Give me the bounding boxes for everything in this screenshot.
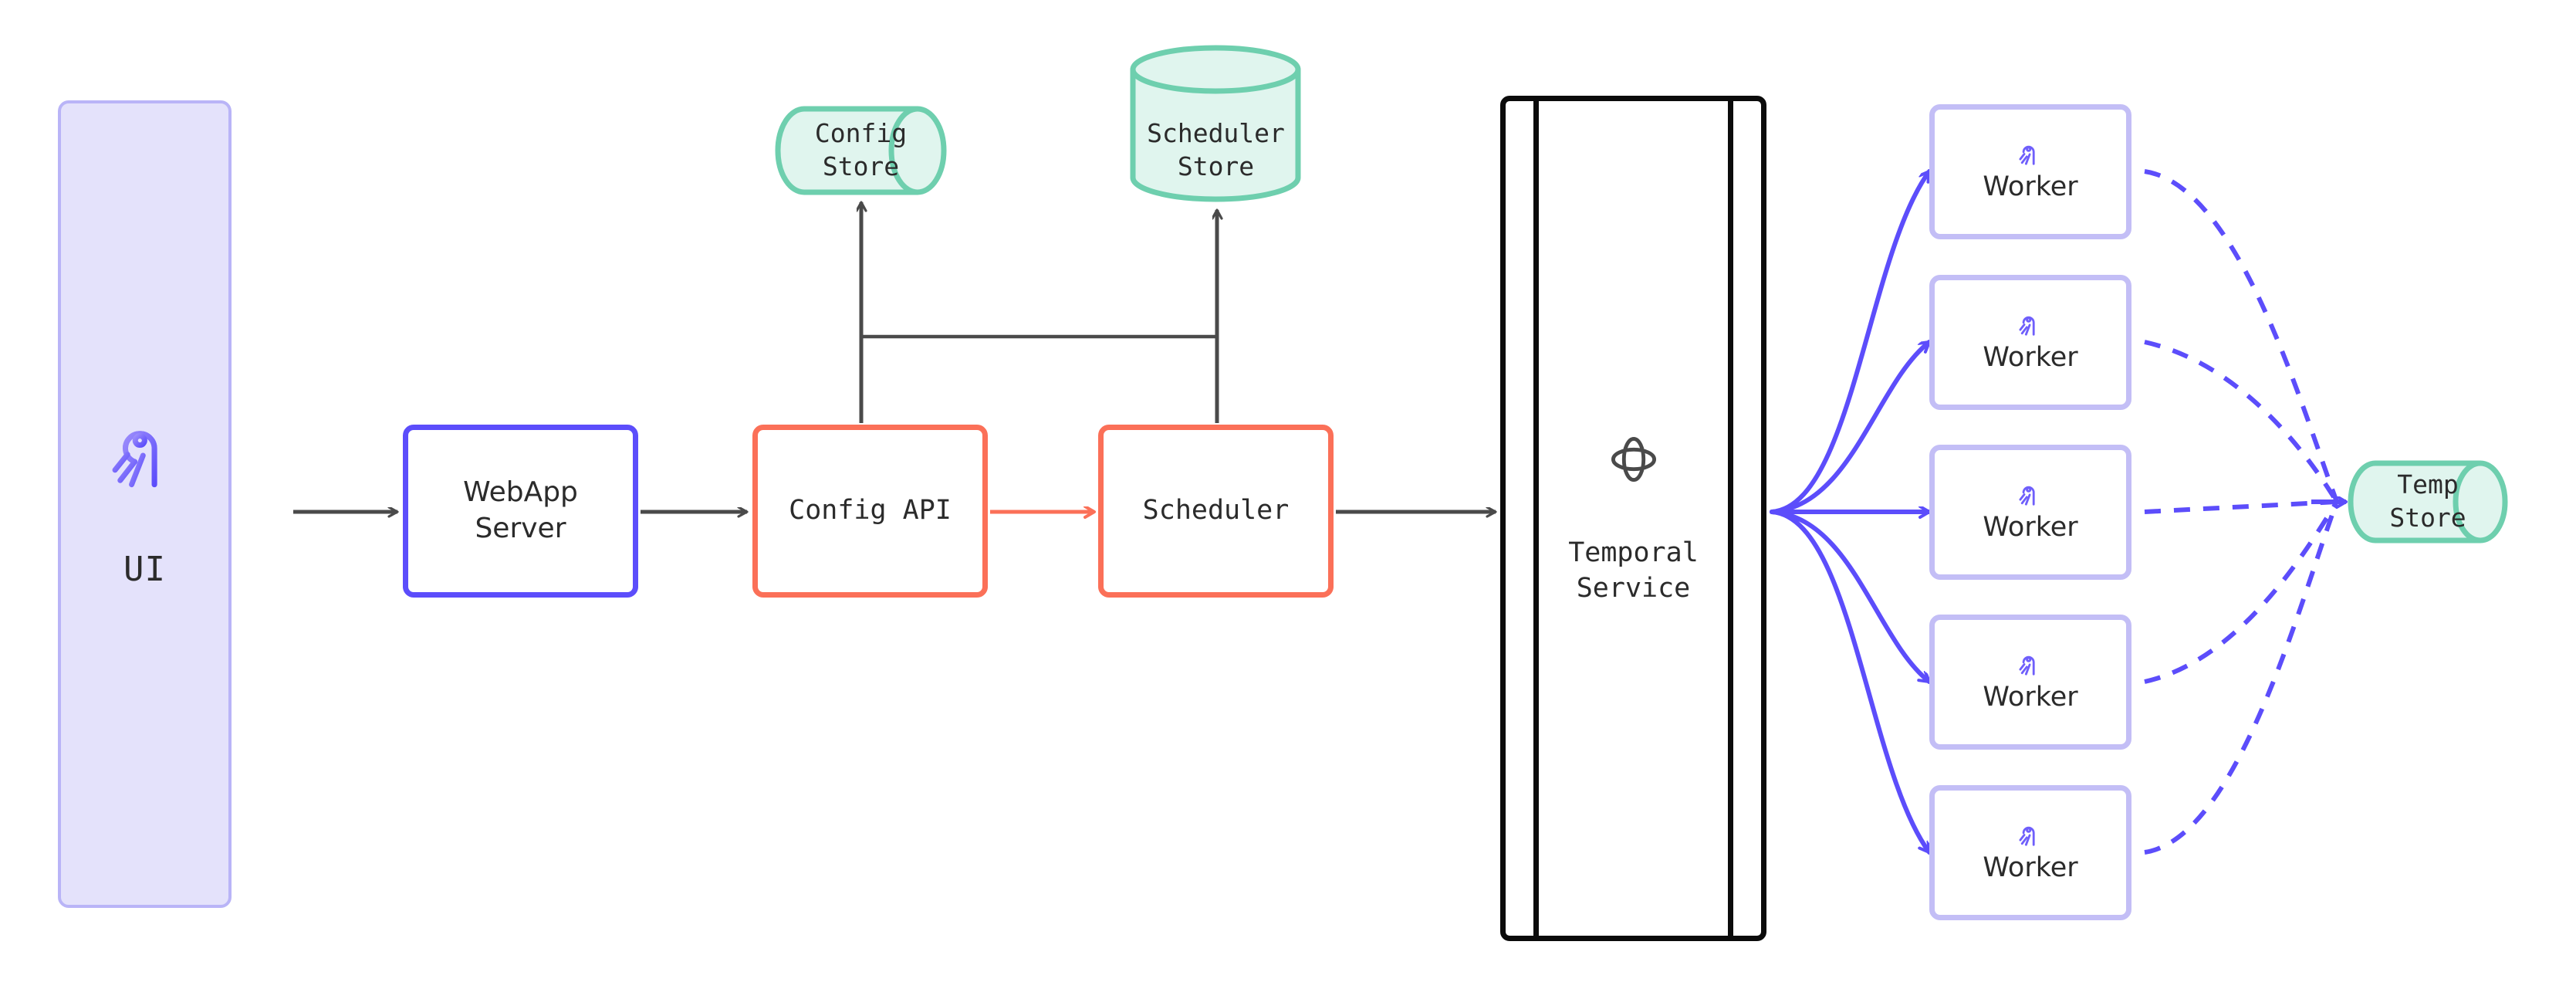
scheduler-node[interactable]: Scheduler xyxy=(1098,425,1334,598)
worker-label: Worker xyxy=(1983,511,2078,543)
temporal-logo-icon xyxy=(2019,142,2042,167)
temp-store-label: Temp Store xyxy=(2389,469,2466,533)
edge-temporal-to-workers xyxy=(1770,169,1932,855)
temp-store-node[interactable]: Temp Store xyxy=(2351,463,2505,540)
component-bar-left xyxy=(1533,100,1539,936)
temporal-logo-icon xyxy=(2019,652,2042,677)
webapp-server-node[interactable]: WebApp Server xyxy=(403,425,638,598)
worker-label: Worker xyxy=(1983,341,2078,373)
temporal-service-node[interactable]: Temporal Service xyxy=(1500,96,1766,941)
temporal-logo-icon xyxy=(2019,313,2042,337)
worker-label: Worker xyxy=(1983,681,2078,713)
ui-panel-label: UI xyxy=(123,549,166,589)
scheduler-label: Scheduler xyxy=(1142,495,1290,527)
worker-label: Worker xyxy=(1983,852,2078,883)
config-api-node[interactable]: Config API xyxy=(752,425,988,598)
worker-label: Worker xyxy=(1983,171,2078,202)
worker-node-5[interactable]: Worker xyxy=(1929,785,2131,920)
worker-node-2[interactable]: Worker xyxy=(1929,275,2131,410)
temporal-logo-icon xyxy=(2019,823,2042,848)
scheduler-store-label: Scheduler Store xyxy=(1147,118,1285,181)
config-api-label: Config API xyxy=(789,495,952,527)
component-bar-right xyxy=(1728,100,1733,936)
temporal-logo-icon xyxy=(2019,483,2042,507)
temporal-orbit-icon xyxy=(1605,431,1662,488)
worker-node-1[interactable]: Worker xyxy=(1929,104,2131,239)
config-store-label: Config Store xyxy=(814,118,908,181)
worker-node-3[interactable]: Worker xyxy=(1929,445,2131,580)
temporal-service-label: Temporal Service xyxy=(1568,537,1699,604)
config-store-node[interactable]: Config Store xyxy=(778,109,944,192)
scheduler-store-node[interactable]: Scheduler Store xyxy=(1133,48,1299,201)
webapp-server-label: WebApp Server xyxy=(463,476,578,544)
worker-node-4[interactable]: Worker xyxy=(1929,615,2131,750)
edge-workers-to-temp-store xyxy=(2144,169,2339,855)
temporal-logo-icon xyxy=(112,420,178,494)
ui-panel[interactable]: UI xyxy=(58,100,232,908)
